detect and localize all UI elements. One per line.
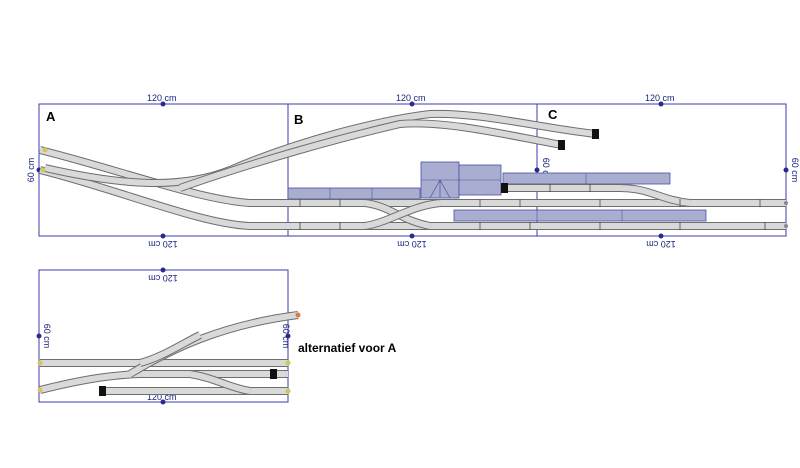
tracks (39, 109, 788, 230)
dim-alt-top: 120 cm (148, 273, 178, 283)
dim-marker (160, 101, 166, 107)
dim-bottom-a: 120 cm (148, 239, 178, 249)
track-endpoint (37, 387, 43, 393)
dim-alt-bottom: 120 cm (147, 392, 177, 402)
dim-top-a: 120 cm (147, 93, 177, 103)
dim-marker (783, 167, 789, 173)
dim-top-c: 120 cm (645, 93, 675, 103)
dim-marker (658, 233, 664, 239)
dim-bottom-b: 120 cm (397, 239, 427, 249)
track-endpoint (42, 147, 48, 153)
main-layout: 120 cm 120 cm 120 cm 120 cm 120 cm 120 c… (26, 93, 800, 249)
platform-building (453, 209, 707, 222)
track-endpoint (295, 312, 301, 318)
buffer-stop (558, 140, 565, 150)
alternative-a-layout: 120 cm 120 cm 60 cm 60 cm alternatief v (36, 267, 397, 405)
dim-marker (160, 267, 166, 273)
section-label-a: A (46, 109, 56, 124)
buffer-stop (99, 386, 106, 396)
dim-marker (160, 233, 166, 239)
dim-marker (409, 101, 415, 107)
dim-bottom-c: 120 cm (646, 239, 676, 249)
dim-side-mid: 60 cm (541, 158, 551, 183)
dim-alt-side-right: 60 cm (281, 324, 291, 349)
track-endpoint (285, 388, 291, 394)
track-endpoint (40, 167, 46, 173)
alt-tracks (37, 311, 301, 396)
track-endpoint (784, 201, 788, 205)
platform-building (502, 172, 671, 185)
board-section-a (38, 103, 289, 237)
dim-alt-side-left: 60 cm (42, 324, 52, 349)
dim-marker (658, 101, 664, 107)
buffer-stop (501, 183, 508, 193)
track-endpoint (784, 224, 788, 228)
dim-marker (409, 233, 415, 239)
platform-building (287, 187, 421, 200)
section-label-c: C (548, 107, 558, 122)
dim-side-right: 60 cm (790, 158, 800, 183)
buffer-stop (592, 129, 599, 139)
dim-top-b: 120 cm (396, 93, 426, 103)
alternative-caption: alternatief voor A (298, 341, 397, 355)
dim-marker (160, 399, 166, 405)
dim-marker (285, 333, 291, 339)
buffer-stop (270, 369, 277, 379)
track-endpoint (285, 360, 291, 366)
section-label-b: B (294, 112, 303, 127)
dim-marker (534, 167, 540, 173)
track-endpoint (37, 360, 43, 366)
dim-side-left: 60 cm (26, 158, 36, 183)
dim-marker (36, 333, 42, 339)
